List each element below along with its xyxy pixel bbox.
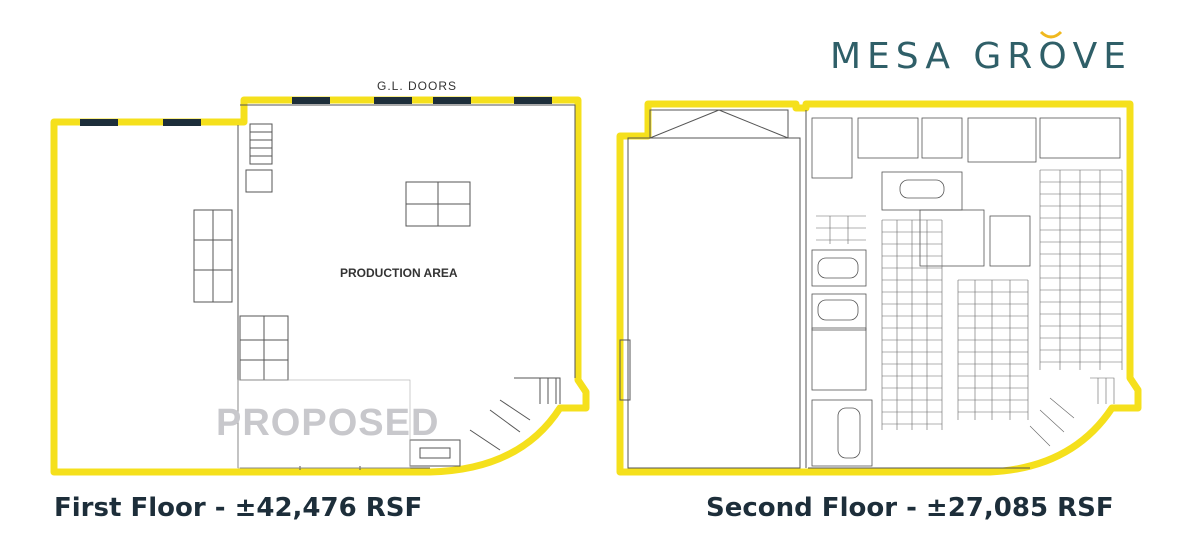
proposed-area	[237, 379, 411, 469]
gl-door	[80, 119, 118, 126]
gl-door	[374, 97, 412, 104]
brand-name-part2: VE	[1072, 36, 1133, 77]
first-floor-plan	[50, 96, 590, 476]
production-area-label: PRODUCTION AREA	[340, 266, 458, 280]
office-rooms	[811, 117, 1121, 467]
brand-name-part1: MESA GR	[830, 36, 1039, 77]
first-floor-outline	[50, 96, 590, 476]
second-floor-plan	[616, 100, 1142, 476]
proposed-watermark: PROPOSED	[216, 402, 440, 444]
first-floor-caption: First Floor - ±42,476 RSF	[54, 493, 423, 523]
leaf-accent-icon	[1040, 30, 1063, 39]
gl-doors-label: G.L. DOORS	[377, 79, 458, 93]
second-floor-caption: Second Floor - ±27,085 RSF	[706, 493, 1114, 523]
brand-name-o: O	[1038, 30, 1072, 77]
gl-door	[433, 97, 471, 104]
second-floor-outline	[616, 100, 1142, 476]
core-rooms	[193, 123, 561, 470]
second-floor-walls	[619, 109, 1030, 469]
workstation-grid	[816, 169, 1123, 447]
gl-door	[514, 97, 552, 104]
gl-door	[292, 97, 330, 104]
gl-door	[163, 119, 201, 126]
